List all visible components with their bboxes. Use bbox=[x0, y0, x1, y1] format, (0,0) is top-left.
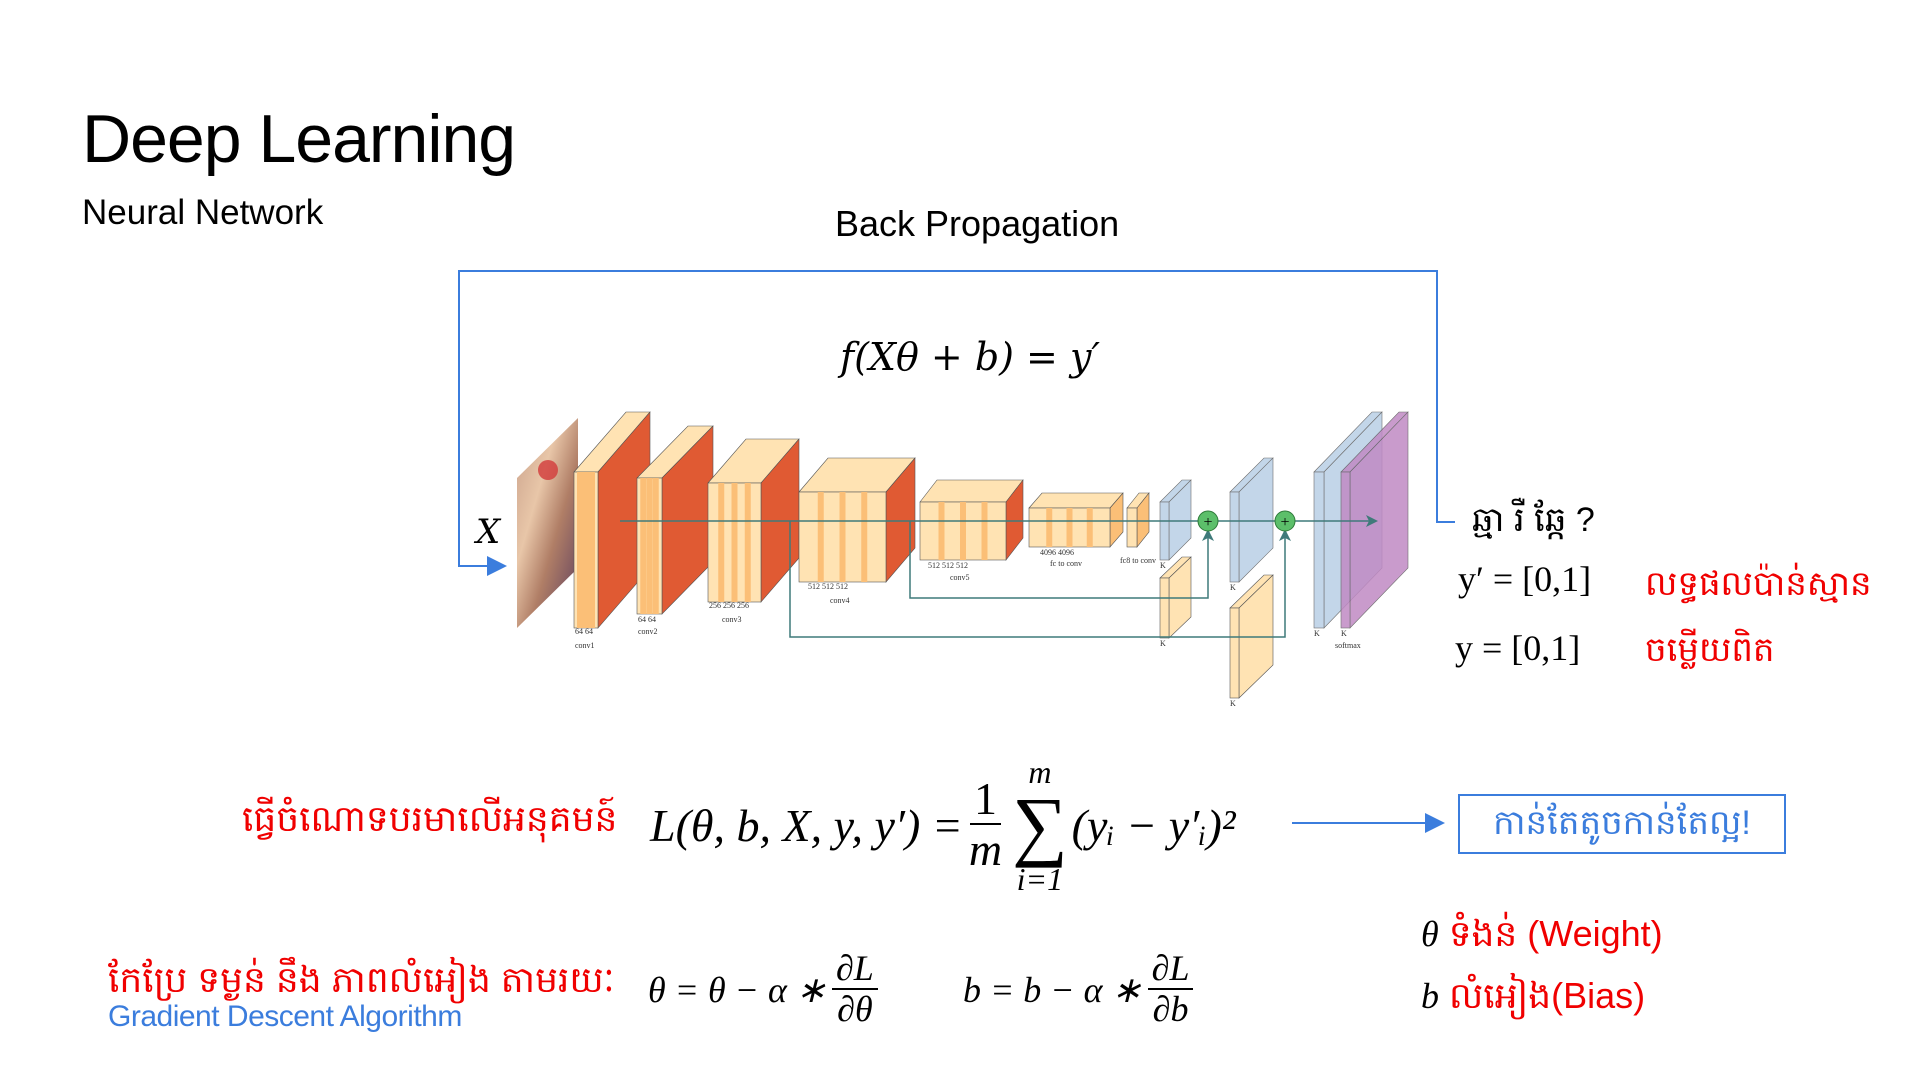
loss-formula: L(θ, b, X, y, y′) = 1 m m ∑ i=1 (yᵢ − y′… bbox=[650, 756, 1236, 894]
sum-upper: m bbox=[1028, 754, 1052, 791]
update-label: កែប្រែ ទម្ងន់ នឹង ភាពលំអៀង តាមរយៈ bbox=[108, 959, 615, 1000]
upsample-1-block bbox=[1159, 479, 1192, 561]
size-label-conv3: 256 256 256 bbox=[709, 601, 749, 610]
goal-box: កាន់តែតូចកាន់តែល្អ! bbox=[1458, 794, 1786, 854]
layer-label-conv5: conv5 bbox=[950, 573, 970, 582]
conv5-block bbox=[919, 479, 1024, 561]
size-label-conv1: 64 64 bbox=[575, 627, 593, 636]
input-label: X bbox=[476, 512, 501, 552]
k-label-5: K bbox=[1314, 629, 1320, 638]
theta-update-lhs: θ = θ − α ∗ bbox=[648, 969, 827, 1010]
page-title: Deep Learning bbox=[82, 101, 516, 177]
skip-connection-1 bbox=[909, 521, 1214, 599]
upsample-2-block bbox=[1229, 457, 1274, 583]
skip-connection-2 bbox=[789, 521, 1291, 638]
summation: m ∑ i=1 bbox=[1012, 756, 1068, 894]
sum-symbol: ∑ bbox=[1012, 781, 1068, 869]
bias-symbol: b bbox=[1421, 976, 1439, 1016]
gradient-descent-label: Gradient Descent Algorithm bbox=[108, 1000, 462, 1033]
k-label-1: K bbox=[1160, 561, 1166, 570]
sum-node-1 bbox=[1197, 510, 1219, 532]
cat-ear-decoration bbox=[538, 460, 558, 480]
loss-optimization-label: ធ្វើចំណោទបរមាលើអនុគមន៍ bbox=[242, 798, 618, 839]
back-propagation-loop-line bbox=[458, 270, 1455, 576]
theta-grad-num: ∂L bbox=[832, 949, 878, 990]
loss-frac-num: 1 bbox=[969, 774, 1001, 826]
bias-label: លំអៀង(Bias) bbox=[1449, 975, 1646, 1016]
k-label-6: K bbox=[1341, 629, 1347, 638]
theta-update-formula: θ = θ − α ∗ ∂L ∂θ bbox=[648, 949, 884, 1029]
size-label-fc: 4096 4096 bbox=[1040, 548, 1074, 557]
bias-grad-num: ∂L bbox=[1147, 949, 1194, 990]
layer-label-fc8: fc8 to conv bbox=[1120, 556, 1156, 565]
input-cat-image bbox=[517, 418, 578, 628]
bias-update-lhs: b = b − α ∗ bbox=[963, 969, 1142, 1010]
k-label-2: K bbox=[1230, 583, 1236, 592]
k-label-3: K bbox=[1160, 639, 1166, 648]
loss-term: (yᵢ − y′ᵢ)² bbox=[1071, 800, 1236, 851]
network-function: f(Xθ + b) = y′ bbox=[840, 335, 1101, 379]
conv4-block bbox=[798, 457, 916, 583]
layer-label-conv1: conv1 bbox=[575, 641, 595, 650]
loss-lhs: L(θ, b, X, y, y′) = bbox=[650, 800, 963, 851]
softmax-block bbox=[1340, 411, 1409, 629]
theta-grad-den: ∂θ bbox=[837, 988, 873, 1029]
weight-legend: θ ទំងន់ (Weight) bbox=[1421, 911, 1663, 964]
bias-grad-den: ∂b bbox=[1152, 988, 1189, 1029]
sum-node-2-plus: + bbox=[1280, 514, 1289, 531]
bias-gradient: ∂L ∂b bbox=[1147, 949, 1194, 1029]
layer-label-conv2: conv2 bbox=[638, 627, 658, 636]
size-label-conv4: 512 512 512 bbox=[808, 582, 848, 591]
weight-label: ទំងន់ (Weight) bbox=[1448, 913, 1663, 954]
page-subtitle: Neural Network bbox=[82, 193, 324, 232]
sum-node-2 bbox=[1274, 510, 1296, 532]
back-propagation-label: Back Propagation bbox=[835, 203, 1120, 244]
loss-fraction: 1 m bbox=[968, 774, 1003, 876]
prediction-label: លទ្ធផលប៉ាន់ស្មាន bbox=[1645, 565, 1872, 603]
fc-block bbox=[1028, 492, 1124, 548]
truth-formula: y = [0,1] bbox=[1455, 628, 1581, 668]
bias-update-formula: b = b − α ∗ ∂L ∂b bbox=[963, 949, 1199, 1029]
bias-legend: b លំអៀង(Bias) bbox=[1421, 973, 1645, 1026]
layer-label-softmax: softmax bbox=[1335, 641, 1361, 650]
layer-label-conv4: conv4 bbox=[830, 596, 850, 605]
layer-label-fc: fc to conv bbox=[1050, 559, 1082, 568]
theta-gradient: ∂L ∂θ bbox=[832, 949, 878, 1029]
loss-frac-den: m bbox=[968, 824, 1003, 876]
conv2-block bbox=[636, 425, 714, 615]
size-label-conv5: 512 512 512 bbox=[928, 561, 968, 570]
size-label-conv2: 64 64 bbox=[638, 615, 656, 624]
prediction-formula: y′ = [0,1] bbox=[1458, 559, 1592, 599]
cat-or-dog-question: ឆ្មា រឺ ឆ្កែ ? bbox=[1472, 501, 1595, 539]
truth-label: ចម្លើយពិត bbox=[1645, 631, 1775, 669]
sum-node-1-plus: + bbox=[1203, 514, 1212, 531]
layer-label-conv3: conv3 bbox=[722, 615, 742, 624]
fc8-block bbox=[1126, 492, 1150, 548]
sum-lower: i=1 bbox=[1016, 860, 1064, 897]
k-label-4: K bbox=[1230, 699, 1236, 708]
theta-symbol: θ bbox=[1421, 914, 1439, 954]
